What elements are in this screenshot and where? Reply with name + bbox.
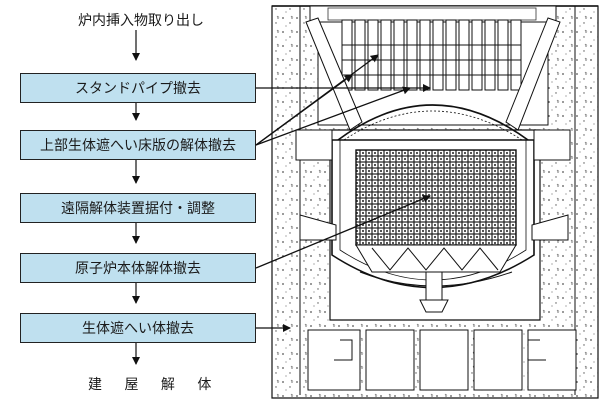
- gas-ducts: [295, 129, 571, 241]
- flow-step-label: 遠隔解体装置据付・調整: [61, 201, 215, 217]
- flow-step-label: 生体遮へい体撤去: [82, 321, 194, 337]
- flow-step-box: 原子炉本体解体撤去: [20, 253, 256, 283]
- pointer-arrows: [255, 54, 431, 332]
- flow-step-box: 上部生体遮へい床版の解体撤去: [20, 130, 256, 160]
- flow-end-label: 建 屋 解 体: [88, 377, 221, 393]
- flow-step-label: スタンドパイプ撤去: [75, 81, 201, 97]
- flow-start-label: 炉内挿入物取り出し: [78, 13, 204, 29]
- reactor-core: [355, 149, 517, 246]
- flow-step-box: 遠隔解体装置据付・調整: [20, 193, 256, 223]
- lower-rooms: [307, 329, 577, 391]
- core-support: [355, 244, 517, 313]
- flow-step-label: 上部生体遮へい床版の解体撤去: [40, 138, 236, 154]
- process-flowchart: 炉内挿入物取り出し スタンドパイプ撤去 上部生体遮へい床版の解体撤去 遠隔解体装…: [0, 0, 260, 406]
- flow-step-box: スタンドパイプ撤去: [20, 73, 256, 103]
- flow-step-box: 生体遮へい体撤去: [20, 313, 256, 343]
- flow-step-label: 原子炉本体解体撤去: [75, 261, 201, 277]
- charge-machines: [305, 17, 561, 131]
